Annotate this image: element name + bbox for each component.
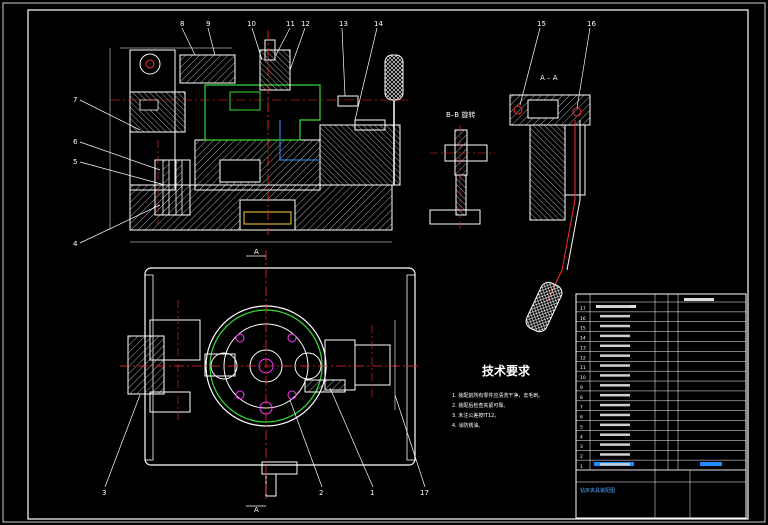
balloon-17: 17 [420, 489, 429, 497]
section-b-view: B–B 旋转 [429, 110, 495, 230]
balloon-numbers: 8 9 10 11 12 13 14 15 16 7 6 5 4 3 2 1 1… [73, 20, 596, 497]
tech-title: 技术要求 [482, 363, 531, 378]
lever-grip [525, 281, 563, 333]
balloon-14: 14 [374, 20, 383, 28]
parts-list-row-number: 13 [580, 345, 586, 351]
parts-list-row-number: 1 [580, 464, 583, 470]
balloon-11: 11 [286, 20, 295, 28]
parts-list-name-cell [600, 324, 630, 328]
parts-list-row-number: 10 [580, 375, 586, 381]
green-component [204, 84, 321, 141]
plan-base [144, 267, 416, 466]
tech-note-1: 1. 装配前所有零件应清洗干净，去毛刺。 [452, 392, 543, 399]
svg-text:A: A [254, 248, 259, 256]
parts-list-name-cell [600, 403, 630, 407]
balloon-5: 5 [73, 158, 77, 166]
parts-list-row-number: 12 [580, 355, 586, 361]
balloon-16: 16 [587, 20, 596, 28]
leader-lines [79, 27, 591, 488]
parts-list-name-cell [600, 463, 630, 466]
section-a-view: A – A [509, 74, 591, 333]
view-label-bb: B–B 旋转 [446, 110, 475, 119]
parts-list-row-number: 3 [580, 444, 583, 450]
balloon-7: 7 [73, 96, 77, 104]
balloon-13: 13 [339, 20, 348, 28]
parts-list-row-number: 9 [580, 385, 583, 391]
parts-list-name-cell [600, 423, 630, 427]
parts-list-name-cell [600, 344, 630, 348]
tech-note-2: 2. 装配后检查夹紧可靠。 [452, 402, 508, 409]
parts-list-name-cell [600, 384, 630, 387]
inner-frame [27, 9, 749, 520]
tech-note-3: 3. 未注公差按IT12。 [452, 412, 499, 419]
balloon-10: 10 [247, 20, 256, 28]
parts-list-name-cell [600, 413, 630, 417]
parts-list-row-number: 8 [580, 395, 583, 401]
parts-list-name-cell [600, 453, 630, 456]
balloon-4: 4 [73, 240, 78, 248]
tech-note-4: 4. 涂防锈油。 [452, 422, 483, 429]
parts-list-row-number: 14 [580, 336, 586, 342]
balloon-15: 15 [537, 20, 546, 28]
parts-list-name-cell [600, 443, 630, 446]
balloon-6: 6 [73, 138, 78, 146]
parts-list-name-cell [600, 433, 630, 436]
balloon-9: 9 [206, 20, 210, 28]
parts-list-name-cell [600, 354, 630, 357]
title-block: 钻床夹具装配图 17 16 15 14 13 12 11 10 9 8 7 6 5 4 3 2 1 [575, 293, 747, 519]
parts-list-name-cell [600, 314, 630, 318]
parts-list-row-number: 6 [580, 415, 583, 421]
parts-list-row-number: 11 [580, 365, 586, 371]
parts-list-row-number: 2 [580, 454, 583, 460]
parts-list-row-number: 5 [580, 424, 583, 430]
view-label-aa: A – A [540, 74, 558, 82]
title-block-title: 钻床夹具装配图 [580, 487, 615, 494]
tech-requirements: 技术要求 1. 装配前所有零件应清洗干净，去毛刺。 2. 装配后检查夹紧可靠。 … [452, 363, 543, 429]
knurled-handle [384, 54, 404, 101]
parts-list-name-cell [600, 364, 630, 367]
balloon-8: 8 [180, 20, 184, 28]
svg-text:A: A [254, 506, 259, 514]
parts-list-row-number: 16 [580, 316, 586, 322]
parts-list-name-cell [600, 334, 630, 338]
parts-list-row-number: 17 [580, 306, 586, 312]
parts-list-row-number: 7 [580, 405, 583, 411]
balloon-12: 12 [301, 20, 310, 28]
plan-view: A A [120, 248, 420, 514]
parts-list-name-cell [600, 305, 630, 308]
balloon-2: 2 [319, 489, 323, 497]
parts-list-row-number: 15 [580, 326, 586, 332]
parts-list-name-cell [600, 393, 630, 397]
balloon-3: 3 [102, 489, 106, 497]
balloon-1: 1 [370, 489, 374, 497]
parts-list-row-number: 4 [580, 434, 583, 440]
front-view [109, 30, 410, 243]
parts-list-name-cell [600, 374, 630, 377]
